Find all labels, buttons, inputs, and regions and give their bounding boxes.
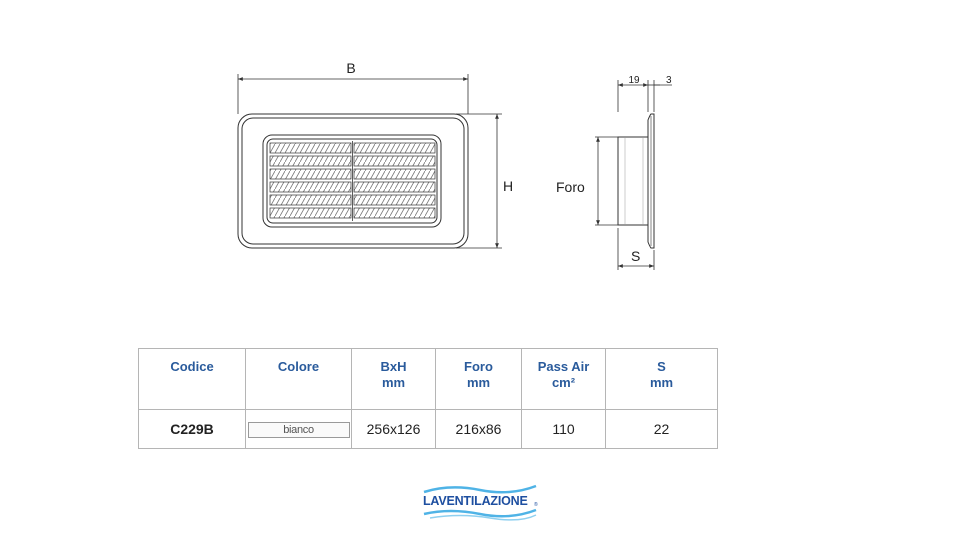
dimension-19-3 (617, 80, 672, 112)
dimension-foro (595, 136, 618, 226)
technical-drawing: B H 19 3 Foro S (237, 60, 672, 270)
brand-logo-text: LAVENTILAZIONE (423, 494, 528, 508)
dimension-h (456, 113, 502, 249)
cell-colore: bianco (245, 409, 352, 449)
side-view (617, 113, 655, 249)
cell-foro: 216x86 (435, 409, 522, 449)
cell-codice: C229B (138, 409, 246, 449)
label-b: B (346, 60, 355, 76)
dimension-b (237, 74, 469, 114)
label-3: 3 (666, 75, 672, 86)
cell-s: 22 (605, 409, 718, 449)
wave-icon (423, 484, 537, 521)
label-h: H (503, 178, 513, 194)
label-s: S (631, 248, 640, 264)
cell-bxh: 256x126 (351, 409, 436, 449)
label-19: 19 (628, 75, 640, 86)
header-codice: Codice (138, 348, 246, 410)
header-colore: Colore (245, 348, 352, 410)
brand-logo: LAVENTILAZIONE ® (420, 482, 540, 522)
table-row: C229B bianco 256x126 216x86 110 22 (138, 409, 718, 449)
color-swatch: bianco (247, 422, 350, 438)
registered-mark: ® (534, 502, 538, 508)
louvre-slats (269, 142, 436, 219)
label-foro: Foro (556, 179, 585, 195)
front-view (237, 113, 469, 249)
cell-pass-air: 110 (521, 409, 606, 449)
dimension-s (617, 228, 655, 270)
